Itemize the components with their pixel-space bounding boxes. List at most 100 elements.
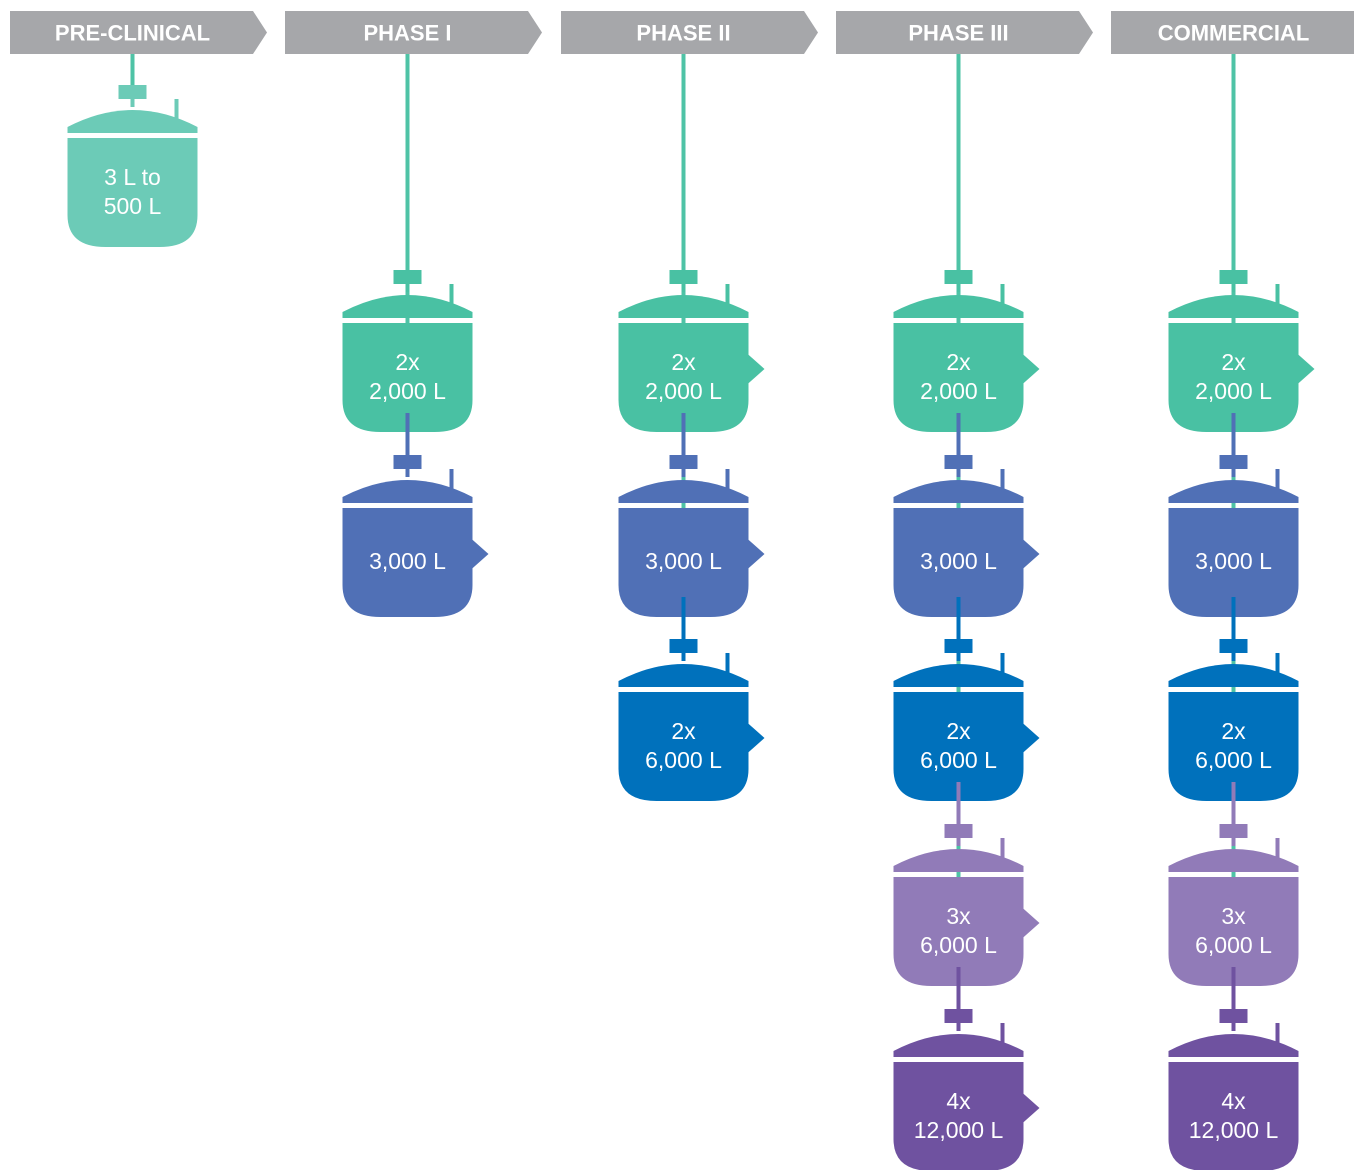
phase-header-arrow-shape	[561, 11, 818, 54]
vessel-lid	[1168, 480, 1299, 503]
port-icon	[1275, 1023, 1280, 1043]
port-icon	[725, 653, 730, 673]
port-icon	[725, 284, 730, 304]
port-icon	[1000, 838, 1005, 858]
port-icon	[449, 469, 454, 489]
vessel-capacity-label: 2x	[946, 718, 971, 744]
vessel-lid	[893, 664, 1024, 687]
coupling-icon	[669, 270, 698, 284]
vessel-capacity-label: 2x	[946, 349, 971, 375]
port-icon	[1275, 284, 1280, 304]
vessel-connector-line	[681, 413, 686, 473]
vessel-connector-line	[956, 967, 961, 1027]
vessel-body	[342, 508, 473, 617]
vessel-capacity-label: 2x	[395, 349, 420, 375]
column-connector-line	[130, 54, 135, 105]
coupling-icon	[393, 455, 422, 469]
bioreactor-vessel: 2x 6,000 L	[618, 597, 765, 801]
vessel-body	[1168, 877, 1299, 986]
port-icon	[1000, 1023, 1005, 1043]
coupling-icon	[944, 270, 973, 284]
coupling-stem	[681, 653, 686, 661]
phase-header: PHASE II	[561, 11, 818, 54]
vessel-connector-line	[1231, 967, 1236, 1027]
flow-arrow-icon	[746, 722, 765, 754]
bioreactor-vessel: 3,000 L	[893, 413, 1040, 617]
coupling-stem	[1231, 1023, 1236, 1031]
port-icon	[1000, 653, 1005, 673]
vessel-capacity-label: 3,000 L	[645, 548, 722, 574]
vessel-lid	[342, 295, 473, 318]
vessel-lid	[893, 295, 1024, 318]
vessel-capacity-label: 2,000 L	[645, 378, 722, 404]
coupling-icon	[118, 85, 147, 99]
flow-arrow-icon	[1021, 907, 1040, 939]
vessel-connector-line	[1231, 413, 1236, 473]
vessel-connector-line	[1231, 782, 1236, 842]
vessel-connector-line	[956, 597, 961, 657]
vessel-capacity-label: 6,000 L	[920, 932, 997, 958]
coupling-icon	[1219, 639, 1248, 653]
vessel-lid	[342, 480, 473, 503]
vessel-lid	[618, 480, 749, 503]
vessel-capacity-label: 3 L to	[104, 164, 161, 190]
vessel-capacity-label: 2x	[671, 718, 696, 744]
flow-arrow-icon	[1021, 538, 1040, 570]
vessel-body	[618, 323, 749, 432]
vessel-body	[67, 138, 198, 247]
vessel-connector-line	[405, 413, 410, 473]
port-icon	[174, 99, 179, 119]
vessel-capacity-label: 2,000 L	[920, 378, 997, 404]
vessel-connector-line	[956, 782, 961, 842]
coupling-stem	[1231, 469, 1236, 477]
vessel-capacity-label: 2x	[671, 349, 696, 375]
vessel-body	[893, 877, 1024, 986]
vessel-capacity-label: 3x	[946, 903, 971, 929]
vessel-capacity-label: 6,000 L	[1195, 932, 1272, 958]
vessel-body	[618, 692, 749, 801]
vessel-capacity-label: 2,000 L	[1195, 378, 1272, 404]
coupling-stem	[1231, 838, 1236, 846]
vessel-body	[1168, 692, 1299, 801]
coupling-icon	[944, 455, 973, 469]
vessel-capacity-label: 6,000 L	[645, 747, 722, 773]
vessel-lid	[67, 110, 198, 133]
coupling-icon	[393, 270, 422, 284]
phase-header-label: COMMERCIAL	[1158, 21, 1310, 46]
coupling-icon	[1219, 824, 1248, 838]
phase-header: COMMERCIAL	[1111, 11, 1354, 54]
vessel-lid	[893, 1034, 1024, 1057]
phase-header: PHASE I	[285, 11, 542, 54]
bioreactor-vessel: 2x6,000 L	[1168, 597, 1299, 801]
vessel-lid	[618, 295, 749, 318]
coupling-icon	[669, 455, 698, 469]
vessel-capacity-label: 12,000 L	[1189, 1117, 1279, 1143]
flow-arrow-icon	[746, 538, 765, 570]
vessel-capacity-label: 3,000 L	[369, 548, 446, 574]
vessel-body	[1168, 508, 1299, 617]
vessel-body	[342, 323, 473, 432]
flow-arrow-icon	[746, 353, 765, 385]
coupling-stem	[405, 469, 410, 477]
phase-header-arrow-shape	[285, 11, 542, 54]
vessel-capacity-label: 2x	[1221, 349, 1246, 375]
vessel-capacity-label: 3x	[1221, 903, 1246, 929]
phase-header-arrow-shape	[10, 11, 267, 54]
port-icon	[1000, 469, 1005, 489]
vessel-connector-line	[956, 413, 961, 473]
bioreactor-vessel: 2x2,000 L	[342, 270, 473, 432]
vessel-body	[893, 323, 1024, 432]
phase-header-label: PHASE II	[636, 21, 730, 46]
vessel-lid	[1168, 664, 1299, 687]
coupling-icon	[944, 824, 973, 838]
coupling-icon	[1219, 1009, 1248, 1023]
bioreactor-vessel: 2x 2,000 L	[618, 270, 765, 432]
vessel-capacity-label: 2x	[1221, 718, 1246, 744]
phase-header-label: PHASE I	[363, 21, 451, 46]
vessel-lid	[893, 480, 1024, 503]
vessel-lid	[1168, 849, 1299, 872]
coupling-icon	[1219, 455, 1248, 469]
